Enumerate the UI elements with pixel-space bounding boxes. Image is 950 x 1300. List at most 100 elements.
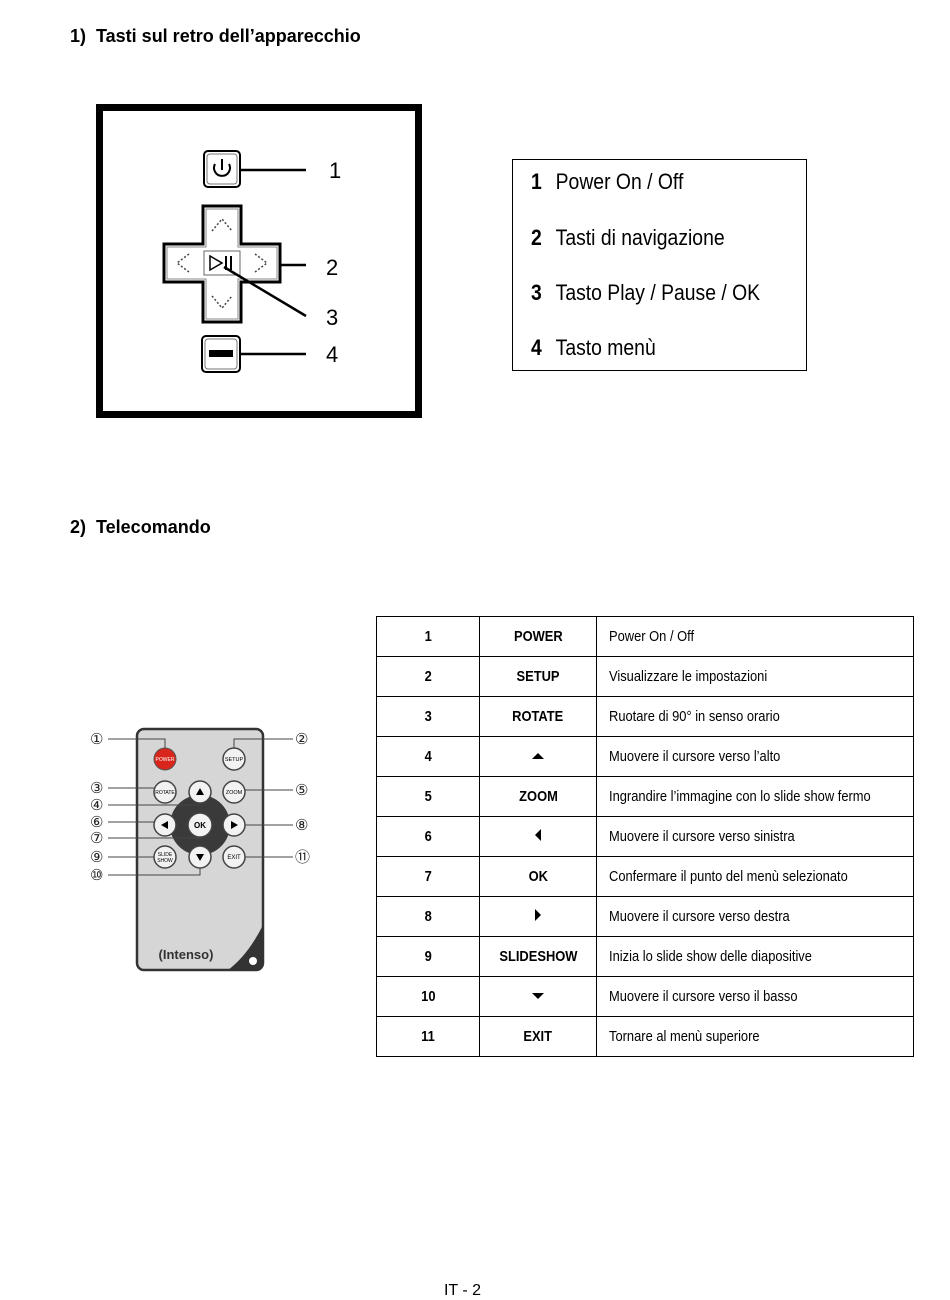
button-key-text: POWER (513, 628, 563, 645)
row-number: 10 (376, 976, 480, 1017)
button-key-text: SLIDESHOW (498, 948, 578, 965)
rotate-button (153, 780, 177, 804)
row-number: 7 (376, 856, 480, 897)
button-description-text: Inizia lo slide show delle diapositive (609, 948, 812, 965)
table-row: 7 OK Confermare il punto del menù selezion… (376, 856, 915, 897)
row-number-text: 7 (424, 868, 432, 885)
button-description-text: Muovere il cursore verso sinistra (609, 828, 795, 845)
slideshow-label-2: SHOW (157, 858, 173, 864)
device-rear-figure: 1 2 3 4 (96, 104, 422, 418)
row-number-text: 4 (424, 748, 432, 765)
callout-1: ① (90, 731, 103, 748)
row-number-text: 8 (424, 908, 432, 925)
button-description-text: Power On / Off (609, 628, 695, 645)
button-key: SLIDESHOW (479, 936, 597, 977)
section-number: 2) (70, 517, 87, 537)
row-number: 1 (376, 616, 480, 657)
legend-number: 4 (531, 335, 542, 360)
button-key: EXIT (479, 1016, 597, 1057)
power-button-icon (203, 150, 241, 188)
row-number: 4 (376, 736, 480, 777)
callout-11: ⑪ (295, 849, 310, 866)
row-number: 11 (376, 1016, 480, 1057)
exit-label: EXIT (227, 855, 241, 861)
table-row: 8 Muovere il cursore verso destra (376, 896, 915, 937)
legend-text: Tasto menù (555, 335, 656, 360)
brand-logo: (Intenso) (159, 947, 214, 962)
page-number: IT - 2 (443, 1282, 482, 1299)
callout-2: 2 (326, 255, 338, 280)
right-arrow-icon (533, 908, 543, 926)
table-row: 3 ROTATE Ruotare di 90° in senso orario (376, 696, 915, 737)
row-number: 6 (376, 816, 480, 857)
section-number: 1) (70, 26, 87, 46)
button-description-text: Tornare al menù superiore (609, 1028, 760, 1045)
row-number: 2 (376, 656, 480, 697)
legend-number: 2 (531, 225, 542, 250)
ok-label: OK (194, 821, 206, 830)
legend-text: Tasto Play / Pause / OK (555, 280, 761, 305)
row-number-text: 9 (424, 948, 432, 965)
button-description: Ingrandire l’immagine con lo slide show … (595, 776, 915, 817)
row-number: 3 (376, 696, 480, 737)
zoom-button (222, 780, 246, 804)
button-description-text: Muovere il cursore verso destra (609, 908, 790, 925)
button-description-text: Ingrandire l’immagine con lo slide show … (609, 788, 871, 805)
section-title: Telecomando (96, 517, 211, 537)
table-row: 6 Muovere il cursore verso sinistra (376, 816, 915, 857)
button-description: Muovere il cursore verso sinistra (595, 816, 915, 857)
legend-row: 2 Tasti di navigazione (531, 225, 725, 251)
up-arrow-icon (196, 788, 204, 795)
down-arrow-icon (196, 854, 204, 861)
callout-10: ⑩ (90, 867, 103, 884)
legend-row: 4 Tasto menù (531, 335, 656, 361)
button-description: Confermare il punto del menù selezionato (595, 856, 915, 897)
button-description: Power On / Off (595, 616, 915, 657)
left-arrow-icon (533, 828, 543, 846)
button-key: OK (479, 856, 597, 897)
button-description: Ruotare di 90° in senso orario (595, 696, 915, 737)
legend-number: 3 (531, 280, 542, 305)
row-number-text: 11 (421, 1028, 435, 1045)
button-key: SETUP (479, 656, 597, 697)
section-heading-remote: 2) Telecomando (70, 517, 211, 538)
row-number-text: 10 (420, 988, 436, 1005)
section-heading-rear-buttons: 1)Tasti sul retro dell’apparecchio (70, 26, 361, 47)
callout-4: 4 (326, 342, 338, 367)
menu-button-icon (201, 335, 241, 373)
button-key-text: EXIT (523, 1028, 553, 1045)
right-arrow-icon (231, 821, 238, 829)
button-key: ZOOM (479, 776, 597, 817)
table-row: 2 SETUP Visualizzare le impostazioni (376, 656, 915, 697)
button-description: Visualizzare le impostazioni (595, 656, 915, 697)
button-description: Muovere il cursore verso il basso (595, 976, 915, 1017)
row-number: 9 (376, 936, 480, 977)
callout-3: 3 (326, 305, 338, 330)
up-arrow-icon (531, 748, 545, 765)
button-key-text: ROTATE (512, 708, 564, 725)
button-key-text: SETUP (516, 668, 560, 685)
power-label: POWER (156, 757, 175, 763)
button-key (479, 816, 597, 857)
callout-7: ⑦ (90, 830, 103, 847)
callout-2: ② (295, 731, 308, 748)
button-key (479, 736, 597, 777)
table-row: 1 POWER Power On / Off (376, 616, 915, 657)
legend-text: Tasti di navigazione (555, 225, 725, 250)
row-number-text: 2 (424, 668, 432, 685)
button-description-text: Muovere il cursore verso il basso (609, 988, 798, 1005)
row-number-text: 3 (424, 708, 432, 725)
button-description-text: Confermare il punto del menù selezionato (609, 868, 848, 885)
callout-4: ④ (90, 797, 103, 814)
play-pause-icon (203, 250, 241, 276)
button-description: Inizia lo slide show delle diapositive (595, 936, 915, 977)
button-description-text: Ruotare di 90° in senso orario (609, 708, 780, 725)
button-key: ROTATE (479, 696, 597, 737)
row-number-text: 1 (424, 628, 432, 645)
callout-1: 1 (329, 158, 341, 183)
legend-number: 1 (531, 169, 542, 194)
button-key: POWER (479, 616, 597, 657)
